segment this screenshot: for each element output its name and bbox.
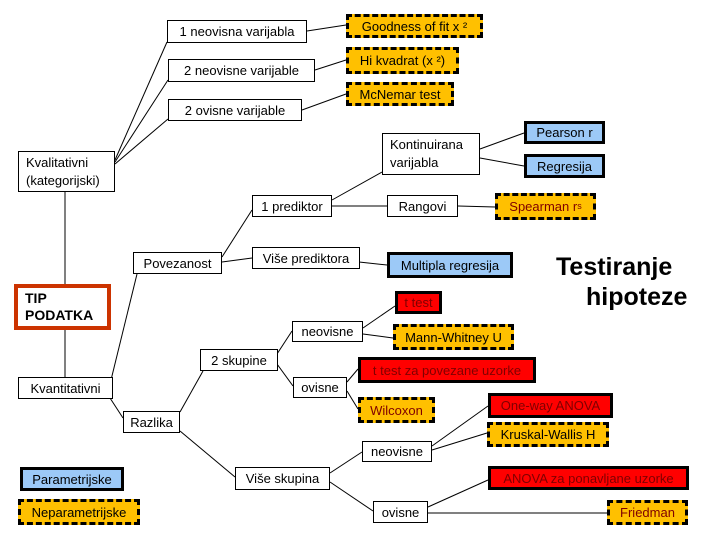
node-tip-podatka-line2: PODATKA bbox=[25, 307, 94, 323]
node-kontinuirana-line2: varijabla bbox=[390, 155, 439, 170]
connector-line bbox=[479, 157, 525, 167]
node-regresija: Regresija bbox=[524, 154, 605, 178]
node-pearson-r: Pearson r bbox=[524, 121, 605, 144]
node-neovisne-lower: neovisne bbox=[362, 441, 432, 462]
node-povezanost: Povezanost bbox=[133, 252, 222, 274]
connector-line bbox=[329, 481, 374, 512]
node-friedman: Friedman bbox=[607, 500, 688, 525]
node-one-way-anova: One-way ANOVA bbox=[488, 393, 613, 418]
connector-line bbox=[362, 333, 394, 339]
page-title-line2: hipoteze bbox=[586, 283, 688, 311]
connector-line bbox=[221, 209, 253, 258]
node-razlika: Razlika bbox=[123, 411, 180, 433]
node-kvalitativni-line1: Kvalitativni bbox=[26, 154, 89, 170]
node-1-prediktor: 1 prediktor bbox=[252, 195, 332, 217]
page-title-line1: Testiranje bbox=[556, 253, 673, 281]
node-2-skupine: 2 skupine bbox=[200, 349, 278, 371]
node-neovisne-upper: neovisne bbox=[292, 321, 363, 342]
connector-line bbox=[427, 479, 489, 508]
node-t-test-za-povezane-uzorke: t test za povezane uzorke bbox=[358, 357, 536, 383]
node-ovisne-lower: ovisne bbox=[373, 501, 428, 523]
node-vise-prediktora: Više prediktora bbox=[252, 247, 360, 269]
connector-line bbox=[329, 451, 363, 474]
node-parametrijske: Parametrijske bbox=[20, 467, 124, 491]
node-kontinuirana-line1: Kontinuirana bbox=[390, 137, 463, 152]
connector-line bbox=[306, 24, 347, 32]
connector-line bbox=[110, 273, 138, 381]
node-mann-whitney-u: Mann-Whitney U bbox=[393, 324, 514, 350]
connector-line bbox=[358, 261, 388, 266]
node-kontinuirana-varijabla: Kontinuirana varijabla bbox=[382, 133, 480, 175]
connector-line bbox=[109, 397, 124, 419]
node-kvantitativni: Kvantitativni bbox=[18, 377, 113, 399]
connector-line bbox=[301, 93, 347, 111]
connector-line bbox=[179, 430, 236, 478]
node-spearman-label: Spearman r bbox=[509, 199, 578, 214]
node-goodness-of-fit: Goodness of fit x ² bbox=[346, 14, 483, 38]
node-neparametrijske: Neparametrijske bbox=[18, 499, 140, 525]
node-multipla-regresija: Multipla regresija bbox=[387, 252, 513, 278]
connector-line bbox=[114, 118, 169, 165]
connector-line bbox=[479, 132, 525, 150]
node-mcnemar-test: McNemar test bbox=[346, 82, 454, 106]
node-vise-skupina: Više skupina bbox=[235, 467, 330, 490]
node-2-ovisne-varijable: 2 ovisne varijable bbox=[168, 99, 302, 121]
node-rangovi: Rangovi bbox=[387, 195, 458, 217]
connector-line bbox=[431, 405, 489, 447]
node-1-neovisna-varijabla: 1 neovisna varijabla bbox=[167, 20, 307, 43]
node-anova-za-ponavljane-uzorke: ANOVA za ponavljane uzorke bbox=[488, 466, 689, 490]
node-spearman-subscript: s bbox=[577, 201, 582, 211]
node-kvalitativni: Kvalitativni (kategorijski) bbox=[18, 151, 115, 192]
node-2-neovisne-varijable: 2 neovisne varijable bbox=[168, 59, 315, 82]
node-tip-podatka: TIP PODATKA bbox=[14, 284, 111, 330]
connector-line bbox=[331, 171, 383, 201]
node-t-test: t test bbox=[395, 291, 442, 314]
connector-line bbox=[314, 59, 347, 71]
node-ovisne-upper: ovisne bbox=[293, 377, 347, 398]
connector-line bbox=[276, 363, 294, 387]
node-hi-kvadrat: Hi kvadrat (x ²) bbox=[346, 47, 459, 74]
connector-line bbox=[221, 257, 253, 263]
node-tip-podatka-line1: TIP bbox=[25, 290, 47, 306]
connector-line bbox=[457, 205, 496, 208]
connector-line bbox=[346, 368, 359, 383]
node-kruskal-wallis-h: Kruskal-Wallis H bbox=[487, 422, 609, 447]
connector-line bbox=[179, 370, 204, 413]
node-kvalitativni-line2: (kategorijski) bbox=[26, 172, 100, 188]
connector-line bbox=[431, 432, 488, 451]
node-wilcoxon: Wilcoxon bbox=[358, 397, 435, 423]
connector-line bbox=[362, 305, 396, 329]
page-title: Testiranje hipoteze bbox=[556, 252, 687, 312]
connector-line bbox=[346, 390, 359, 410]
connector-line bbox=[114, 79, 169, 163]
connector-line bbox=[276, 330, 293, 355]
connector-line bbox=[114, 41, 168, 161]
